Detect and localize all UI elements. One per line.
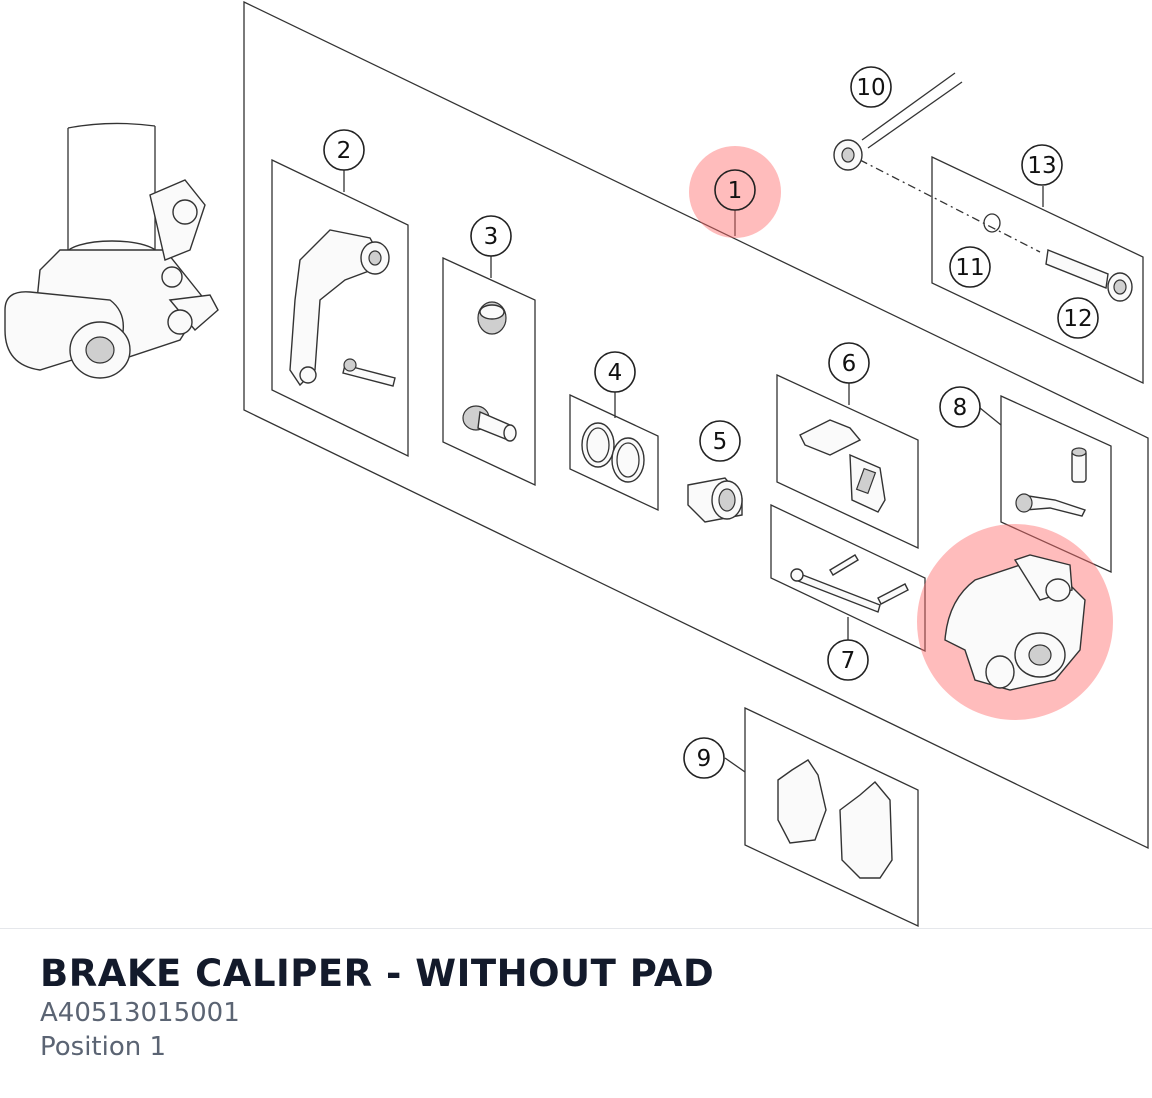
svg-text:11: 11 [955, 255, 984, 281]
part-position: Position 1 [40, 1032, 167, 1062]
exploded-parts-diagram: 1 2 3 4 5 6 7 8 9 10 11 12 [4, 0, 1149, 928]
svg-text:8: 8 [953, 395, 968, 421]
bracket-part [289, 229, 396, 387]
guide-pin-part [790, 554, 909, 613]
callout-2[interactable]: 2 [323, 129, 365, 171]
part-number: A40513015001 [40, 998, 240, 1028]
callout-9[interactable]: 9 [683, 737, 725, 779]
section-divider [0, 928, 1152, 929]
piston-part [687, 477, 743, 523]
callout-1-highlight [689, 146, 781, 238]
callout-5[interactable]: 5 [699, 420, 741, 462]
callout-1[interactable]: 1 [689, 146, 781, 238]
part-info-panel: BRAKE CALIPER - WITHOUT PAD A40513015001… [40, 952, 714, 1064]
svg-text:9: 9 [697, 746, 712, 772]
bleeder-kit-part [1015, 447, 1087, 517]
svg-text:5: 5 [713, 429, 728, 455]
callout-6[interactable]: 6 [828, 342, 870, 384]
callout-4[interactable]: 4 [594, 351, 636, 393]
brake-pads-part [777, 759, 893, 879]
assembly-frame [243, 0, 1149, 850]
brake-line-part [833, 72, 963, 171]
callout-3[interactable]: 3 [470, 215, 512, 257]
svg-text:10: 10 [856, 75, 885, 101]
brake-caliper-part[interactable] [917, 524, 1113, 720]
pad-spring-part [799, 419, 886, 513]
seal-rings-part [581, 422, 645, 483]
svg-text:2: 2 [337, 138, 352, 164]
svg-text:3: 3 [484, 224, 499, 250]
callout-leaders [343, 170, 1044, 773]
callout-10[interactable]: 10 [850, 66, 892, 108]
bleeder-screw-part [462, 301, 517, 442]
callout-11[interactable]: 11 [949, 246, 991, 288]
fork-leg-illustration [4, 122, 219, 379]
svg-text:12: 12 [1063, 306, 1092, 332]
callout-13[interactable]: 13 [1021, 144, 1063, 186]
svg-text:7: 7 [841, 648, 856, 674]
callout-12[interactable]: 12 [1057, 297, 1099, 339]
callout-8[interactable]: 8 [939, 386, 981, 428]
callout-7[interactable]: 7 [827, 639, 869, 681]
part-title: BRAKE CALIPER - WITHOUT PAD [40, 952, 715, 995]
svg-text:1: 1 [728, 178, 743, 204]
svg-text:4: 4 [608, 360, 623, 386]
svg-text:13: 13 [1027, 153, 1056, 179]
svg-text:6: 6 [842, 351, 857, 377]
banjo-bolt-part [859, 159, 1133, 302]
